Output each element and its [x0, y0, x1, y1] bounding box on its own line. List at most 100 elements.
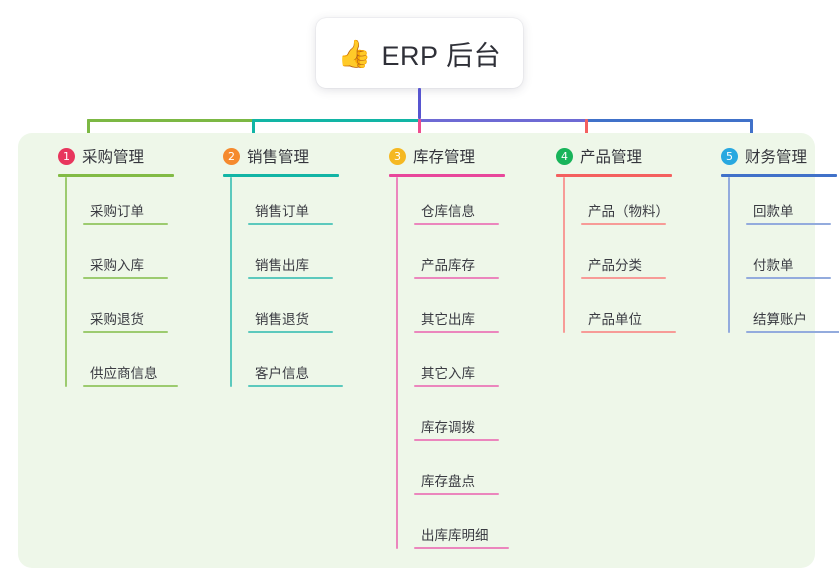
- content-panel: [18, 133, 815, 568]
- leaf-underline: [248, 223, 333, 225]
- leaf-item[interactable]: 出库库明细: [414, 501, 517, 555]
- leaf-label: 其它出库: [421, 312, 475, 327]
- category-header-1[interactable]: 1 采购管理: [36, 143, 186, 169]
- category-header-2[interactable]: 2 销售管理: [201, 143, 351, 169]
- category-underline: [556, 174, 672, 177]
- leaf-label: 产品单位: [588, 312, 642, 327]
- category-column-2: 2 销售管理销售订单销售出库销售退货客户信息: [201, 143, 351, 393]
- leaf-underline: [581, 277, 666, 279]
- leaf-item[interactable]: 销售退货: [248, 285, 351, 339]
- leaf-label: 采购退货: [90, 312, 144, 327]
- leaf-underline: [83, 385, 178, 387]
- leaf-label: 付款单: [753, 258, 794, 273]
- trunk-segment-3: [418, 119, 586, 122]
- leaf-underline: [581, 223, 666, 225]
- leaf-spine-connector: [563, 177, 565, 333]
- leaf-underline: [746, 277, 831, 279]
- leaf-item[interactable]: 仓库信息: [414, 177, 517, 231]
- leaf-item[interactable]: 库存盘点: [414, 447, 517, 501]
- category-title: 采购管理: [82, 149, 145, 166]
- category-number-badge: 2: [223, 147, 240, 165]
- trunk-segment-4: [585, 119, 751, 122]
- leaf-item[interactable]: 采购入库: [83, 231, 186, 285]
- leaf-underline: [83, 277, 168, 279]
- root-title: ERP 后台: [381, 40, 502, 71]
- leaf-underline: [414, 331, 499, 333]
- leaf-label: 回款单: [753, 204, 794, 219]
- category-underline: [58, 174, 174, 177]
- leaf-label: 客户信息: [255, 366, 309, 381]
- category-column-4: 4 产品管理产品（物料）产品分类产品单位: [534, 143, 684, 339]
- leaf-label: 销售退货: [255, 312, 309, 327]
- leaf-underline: [248, 277, 333, 279]
- leaf-item[interactable]: 其它出库: [414, 285, 517, 339]
- leaf-item[interactable]: 客户信息: [248, 339, 351, 393]
- leaf-list: 仓库信息产品库存其它出库其它入库库存调拨库存盘点出库库明细: [396, 177, 517, 555]
- category-number-badge: 1: [58, 147, 75, 165]
- category-number-badge: 3: [389, 147, 406, 165]
- leaf-item[interactable]: 销售订单: [248, 177, 351, 231]
- leaf-item[interactable]: 采购订单: [83, 177, 186, 231]
- leaf-label: 采购订单: [90, 204, 144, 219]
- leaf-label: 产品库存: [421, 258, 475, 273]
- leaf-underline: [414, 277, 499, 279]
- leaf-item[interactable]: 产品单位: [581, 285, 684, 339]
- branch-drop-5: [750, 119, 753, 146]
- leaf-label: 其它入库: [421, 366, 475, 381]
- category-header-4[interactable]: 4 产品管理: [534, 143, 684, 169]
- trunk-segment-1: [87, 119, 253, 122]
- branch-drop-4: [585, 119, 588, 146]
- leaf-label: 仓库信息: [421, 204, 475, 219]
- leaf-label: 库存盘点: [421, 474, 475, 489]
- leaf-item[interactable]: 供应商信息: [83, 339, 186, 393]
- leaf-underline: [414, 385, 499, 387]
- category-title: 财务管理: [745, 149, 808, 166]
- leaf-item[interactable]: 其它入库: [414, 339, 517, 393]
- leaf-underline: [746, 223, 831, 225]
- leaf-spine-connector: [230, 177, 232, 387]
- leaf-item[interactable]: 结算账户: [746, 285, 839, 339]
- root-stem-connector: [418, 88, 421, 119]
- leaf-spine-connector: [65, 177, 67, 387]
- category-column-3: 3 库存管理仓库信息产品库存其它出库其它入库库存调拨库存盘点出库库明细: [367, 143, 517, 555]
- category-underline: [223, 174, 339, 177]
- leaf-underline: [746, 331, 839, 333]
- category-title: 销售管理: [247, 149, 310, 166]
- root-node-card[interactable]: 👍 ERP 后台: [316, 18, 523, 88]
- leaf-underline: [83, 223, 168, 225]
- leaf-item[interactable]: 回款单: [746, 177, 839, 231]
- category-title: 产品管理: [580, 149, 643, 166]
- leaf-label: 出库库明细: [421, 528, 489, 543]
- leaf-label: 库存调拨: [421, 420, 475, 435]
- leaf-item[interactable]: 采购退货: [83, 285, 186, 339]
- branch-drop-2: [252, 119, 255, 146]
- leaf-item[interactable]: 库存调拨: [414, 393, 517, 447]
- leaf-item[interactable]: 产品分类: [581, 231, 684, 285]
- branch-drop-3: [418, 119, 421, 146]
- category-column-1: 1 采购管理采购订单采购入库采购退货供应商信息: [36, 143, 186, 393]
- leaf-underline: [414, 439, 499, 441]
- leaf-label: 销售订单: [255, 204, 309, 219]
- category-header-3[interactable]: 3 库存管理: [367, 143, 517, 169]
- leaf-underline: [414, 223, 499, 225]
- category-title: 库存管理: [413, 149, 476, 166]
- leaf-list: 销售订单销售出库销售退货客户信息: [230, 177, 351, 393]
- leaf-item[interactable]: 销售出库: [248, 231, 351, 285]
- leaf-underline: [248, 331, 333, 333]
- leaf-label: 供应商信息: [90, 366, 158, 381]
- leaf-spine-connector: [396, 177, 398, 549]
- leaf-underline: [414, 493, 499, 495]
- trunk-segment-2: [252, 119, 419, 122]
- leaf-underline: [83, 331, 168, 333]
- leaf-item[interactable]: 产品（物料）: [581, 177, 684, 231]
- branch-drop-1: [87, 119, 90, 146]
- leaf-item[interactable]: 产品库存: [414, 231, 517, 285]
- category-underline: [389, 174, 505, 177]
- leaf-spine-connector: [728, 177, 730, 333]
- category-number-badge: 4: [556, 147, 573, 165]
- leaf-underline: [581, 331, 676, 333]
- leaf-item[interactable]: 付款单: [746, 231, 839, 285]
